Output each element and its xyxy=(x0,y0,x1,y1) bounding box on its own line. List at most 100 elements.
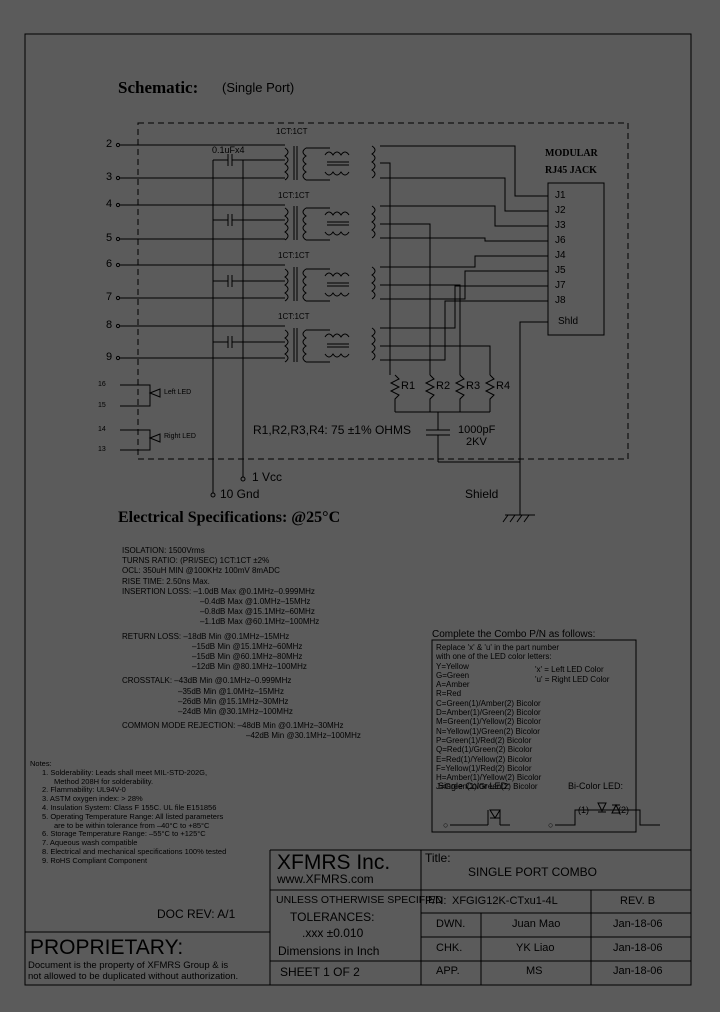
spec-line: CROSSTALK: –43dB Min @0.1MHz–0.999MHz xyxy=(122,676,292,686)
spec-line: RETURN LOSS: –18dB Min @0.1MHz–15MHz xyxy=(122,631,290,641)
jack-pin: J8 xyxy=(555,295,566,306)
vcc-label: 1 Vcc xyxy=(252,470,283,484)
spec-line: –26dB Min @15.1MHz–30MHz xyxy=(178,696,289,706)
spec-line: RISE TIME: 2.50ns Max. xyxy=(122,576,210,586)
transformer-label: 1CT:1CT xyxy=(276,127,308,136)
u-note: 'u' = Right LED Color xyxy=(535,675,610,684)
shield-label: Shield xyxy=(465,487,499,501)
led-pin-label: 13 xyxy=(98,446,106,453)
spec-line: –35dB Min @1.0MHz–15MHz xyxy=(178,686,284,696)
spec-line: OCL: 350uH MIN @100KHz 100mV 8mADC xyxy=(122,566,280,576)
schematic-subtitle: (Single Port) xyxy=(222,80,295,95)
spec-line: –15dB Min @60.1MHz–80MHz xyxy=(192,652,303,662)
bi-led-1: (1) xyxy=(578,805,589,815)
circle-terminal-icon: ○ xyxy=(443,820,449,830)
spec-line: –24dB Min @30.1MHz–100MHz xyxy=(178,707,293,717)
color-code: G=Green xyxy=(436,670,470,680)
color-code: J=Green(1)/Green(2) Bicolor xyxy=(436,782,538,792)
jack-wiring xyxy=(380,145,548,523)
doc-revision: DOC REV: A/1 xyxy=(157,907,236,921)
spec-line: –42dB Min @30.1MHz–100MHz xyxy=(246,731,361,741)
row-name: Juan Mao xyxy=(512,918,561,930)
tolerance-line: .xxx ±0.010 xyxy=(302,926,364,940)
pn-label: P/N: xyxy=(425,895,447,907)
proprietary-title: PROPRIETARY: xyxy=(30,936,184,959)
spec-line: INSERTION LOSS: –1.0dB Max @0.1MHz–0.999… xyxy=(122,586,315,596)
row-date: Jan-18-06 xyxy=(613,965,663,977)
sheet-border xyxy=(24,33,692,986)
combo-intro: with one of the LED color letters: xyxy=(436,652,552,662)
color-code: H=Amber(1)/Yellow(2) Bicolor xyxy=(436,773,542,783)
x-note: 'x' = Left LED Color xyxy=(535,665,604,674)
color-code: Q=Red(1)/Green(2) Bicolor xyxy=(436,745,533,755)
note-line: 1. Solderability: Leads shall meet MIL-S… xyxy=(42,767,208,777)
proprietary-line: not allowed to be duplicated without aut… xyxy=(28,971,239,982)
row-date: Jan-18-06 xyxy=(613,942,663,954)
transformer-label: 1CT:1CT xyxy=(278,251,310,260)
pin-label: 5 xyxy=(106,232,113,244)
right-led-label: Right LED xyxy=(164,433,196,440)
resistor-label: R1 xyxy=(401,380,416,392)
note-line: 3. ASTM oxygen index: > 28% xyxy=(42,794,143,804)
cap-label: 0.1uFx4 xyxy=(212,145,245,155)
bi-led-label: Bi-Color LED: xyxy=(568,781,624,791)
notes-block: Notes: 1. Solderability: Leads shall mee… xyxy=(30,759,227,866)
color-code: E=Red(1)/Yellow(2) Bicolor xyxy=(436,754,532,764)
led-pin-label: 15 xyxy=(98,402,106,409)
row-label: DWN. xyxy=(436,918,466,930)
rj45-jack-box xyxy=(547,182,605,336)
color-code: P=Green(1)/Red(2) Bicolor xyxy=(436,735,532,745)
pin-label: 3 xyxy=(106,171,113,183)
single-led-label: Single Color LED: xyxy=(438,781,510,791)
note-line: Method 208H for solderability. xyxy=(54,776,154,786)
jack-pin: J2 xyxy=(555,205,566,216)
row-label: APP. xyxy=(436,965,460,977)
color-code: M=Green(1)/Yellow(2) Bicolor xyxy=(436,717,541,727)
color-code: F=Yellow(1)/Red(2) Bicolor xyxy=(436,763,532,773)
color-code: C=Green(1)/Amber(2) Bicolor xyxy=(436,698,541,708)
led-pin-label: 14 xyxy=(98,426,106,433)
color-code: A=Amber xyxy=(436,680,470,690)
pin-label: 9 xyxy=(106,351,113,363)
led-circuit xyxy=(120,384,161,451)
pin-label: 6 xyxy=(106,258,113,270)
pin-label: 7 xyxy=(106,291,113,303)
color-code: R=Red xyxy=(436,689,462,699)
led-pin-label: 16 xyxy=(98,381,106,388)
resistor-note: R1,R2,R3,R4: 75 ±1% OHMS xyxy=(253,423,411,437)
tolerance-line: Dimensions in Inch xyxy=(278,944,380,958)
combo-box xyxy=(431,639,637,833)
tolerance-line: TOLERANCES: xyxy=(290,910,375,924)
sheet-number: SHEET 1 OF 2 xyxy=(280,965,360,979)
row-label: CHK. xyxy=(436,942,463,954)
module-boundary xyxy=(137,122,629,460)
spec-line: –15dB Min @15.1MHz–60MHz xyxy=(192,641,303,651)
company-website[interactable]: www.XFMRS.com xyxy=(277,872,374,886)
note-line: 5. Operating Temperature Range: All list… xyxy=(42,811,224,821)
electrical-specs-list: ISOLATION: 1500Vrms TURNS RATIO: (PRI/SE… xyxy=(122,546,361,742)
resistor-label: R4 xyxy=(496,380,511,392)
tolerance-line: UNLESS OTHERWISE SPECIFIED xyxy=(276,894,443,906)
spec-line: COMMON MODE REJECTION: –48dB Min @0.1MHz… xyxy=(122,721,344,731)
electrical-specs-title: Electrical Specifications: @25°C xyxy=(118,509,341,526)
resistor-label: R2 xyxy=(436,380,451,392)
row-date: Jan-18-06 xyxy=(613,918,663,930)
jack-pin: J1 xyxy=(555,190,566,201)
row-name: YK Liao xyxy=(516,942,555,954)
jack-shield-pin: Shld xyxy=(558,316,579,327)
note-line: 8. Electrical and mechanical specificati… xyxy=(42,846,227,856)
pin-lines xyxy=(115,142,285,361)
notes-title: Notes: xyxy=(30,759,52,768)
combo-title: Complete the Combo P/N as follows: xyxy=(432,629,596,640)
color-code: N=Yellow(1)/Green(2) Bicolor xyxy=(436,726,540,736)
bi-led-2: (2) xyxy=(618,805,629,815)
jack-pin: J3 xyxy=(555,220,566,231)
spec-line: TURNS RATIO: (PRI/SEC) 1CT:1CT ±2% xyxy=(122,556,270,566)
row-name: MS xyxy=(526,965,543,977)
revision: REV. B xyxy=(620,895,656,907)
color-code: D=Amber(1)/Green(2) Bicolor xyxy=(436,708,541,718)
jack-pin: J5 xyxy=(555,265,566,276)
jack-subtitle: RJ45 JACK xyxy=(545,165,597,176)
note-line: 9. RoHS Compliant Component xyxy=(42,855,148,865)
